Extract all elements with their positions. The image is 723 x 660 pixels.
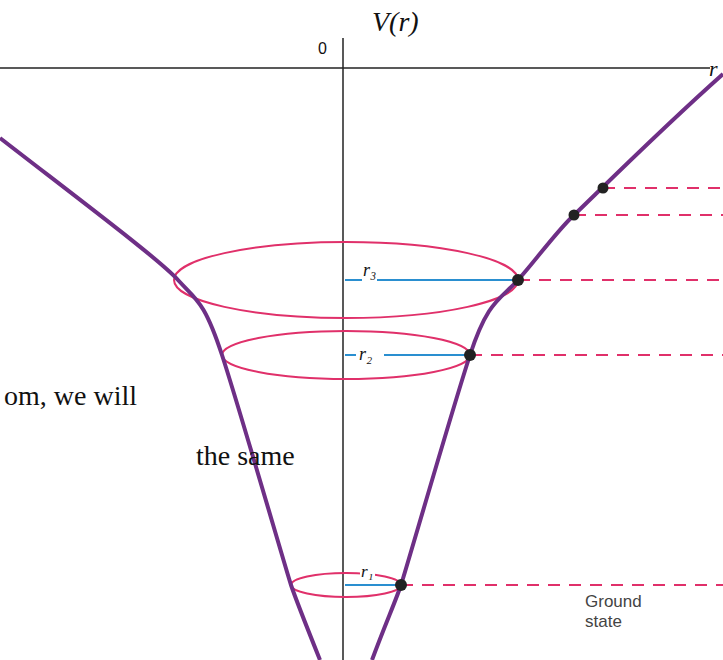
level-dot — [598, 183, 609, 194]
r-axis — [0, 67, 710, 69]
orbit-ellipse — [222, 331, 470, 379]
level-dot — [395, 579, 407, 591]
energy-level — [470, 354, 723, 356]
energy-level — [574, 214, 723, 216]
level-dot — [512, 274, 524, 286]
orbit-ellipse — [291, 573, 401, 597]
energy-levels — [401, 188, 723, 585]
radius-label: r₃ — [362, 260, 377, 281]
orbit-ellipse — [174, 242, 518, 318]
curve-right — [372, 74, 723, 660]
level-dot — [464, 349, 476, 361]
potential-curve — [0, 74, 723, 660]
state-label: Ground state — [585, 592, 655, 632]
radius-line — [384, 354, 470, 356]
energy-level — [603, 187, 723, 189]
level-dots — [395, 183, 609, 592]
axis-label: r — [709, 56, 718, 82]
level-dot — [569, 210, 580, 221]
radius-line — [345, 354, 356, 356]
slide-text: om, we will — [4, 380, 137, 412]
radius-label: r₁ — [360, 562, 375, 582]
origin-label: 0 — [318, 40, 327, 58]
v-axis — [342, 38, 344, 660]
energy-level — [401, 584, 723, 586]
radius-lines — [345, 280, 518, 585]
axis-title: V(r) — [372, 6, 419, 38]
slide-text: the same — [196, 440, 295, 472]
orbit-ellipses — [174, 242, 518, 597]
curve-left — [0, 138, 320, 660]
radius-label: r₂ — [358, 344, 373, 365]
energy-level — [518, 279, 723, 281]
radius-line — [345, 584, 401, 586]
